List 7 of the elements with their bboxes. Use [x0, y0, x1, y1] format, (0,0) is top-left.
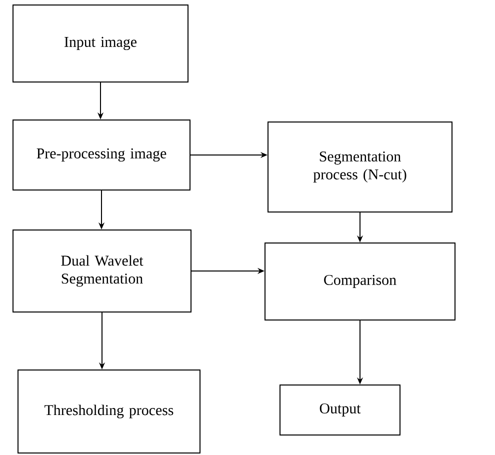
process-box: Comparison [264, 242, 456, 320]
process-box: Thresholding process [18, 369, 200, 454]
process-box: Dual Wavelet Segmentation [12, 229, 192, 312]
process-box: Input image [12, 4, 188, 82]
process-box: Segmentation process (N-cut) [268, 121, 452, 212]
process-box: Output [280, 384, 400, 436]
process-box: Pre-processing image [12, 119, 190, 190]
